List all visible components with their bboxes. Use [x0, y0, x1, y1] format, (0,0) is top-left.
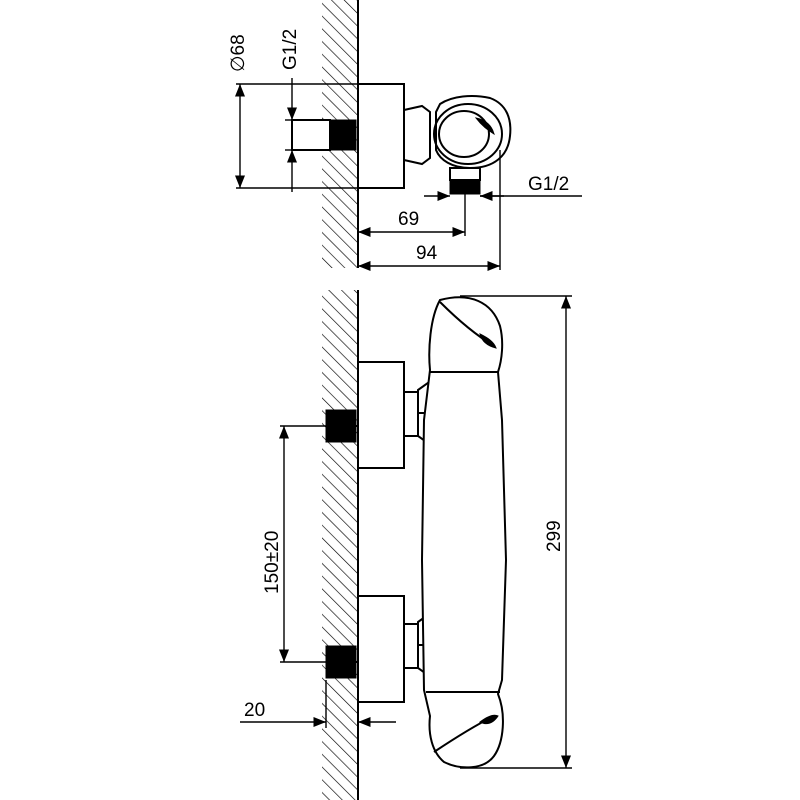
mixer-body: [420, 296, 508, 769]
label-diameter: ∅68: [228, 34, 249, 72]
connector-body-top: [357, 83, 405, 189]
upper-thread: [325, 409, 357, 443]
label-69: 69: [398, 209, 419, 230]
label-94: 94: [416, 243, 438, 264]
connector-neck-top: [403, 104, 431, 166]
wall-hatch-front: [322, 290, 358, 800]
outlet-body-top: [449, 167, 481, 181]
mixer-end-top: [435, 95, 512, 170]
upper-connector-body: [357, 361, 405, 469]
outlet-thread-top: [449, 179, 481, 195]
pipe-stub-top: [291, 119, 331, 151]
mixer-end-ring: [433, 103, 503, 165]
label-thread-inlet: G1/2: [280, 29, 301, 70]
pipe-thread-top: [329, 119, 357, 151]
lower-connector-body: [357, 595, 405, 703]
label-spacing: 150±20: [262, 531, 283, 594]
label-thread-outlet: G1/2: [528, 174, 569, 195]
label-20: 20: [244, 700, 265, 721]
lower-thread: [325, 645, 357, 679]
front-view: 299 150±20 20: [240, 290, 572, 800]
mixer-outline: [420, 296, 508, 769]
knob-highlight: [474, 117, 495, 136]
label-height: 299: [544, 520, 565, 552]
top-view: ∅68 G1/2 G1/2 69 94: [228, 0, 582, 272]
mixer-end-knob: [438, 110, 490, 158]
bottom-handle-accent: [479, 714, 499, 725]
top-handle-accent: [479, 333, 497, 349]
